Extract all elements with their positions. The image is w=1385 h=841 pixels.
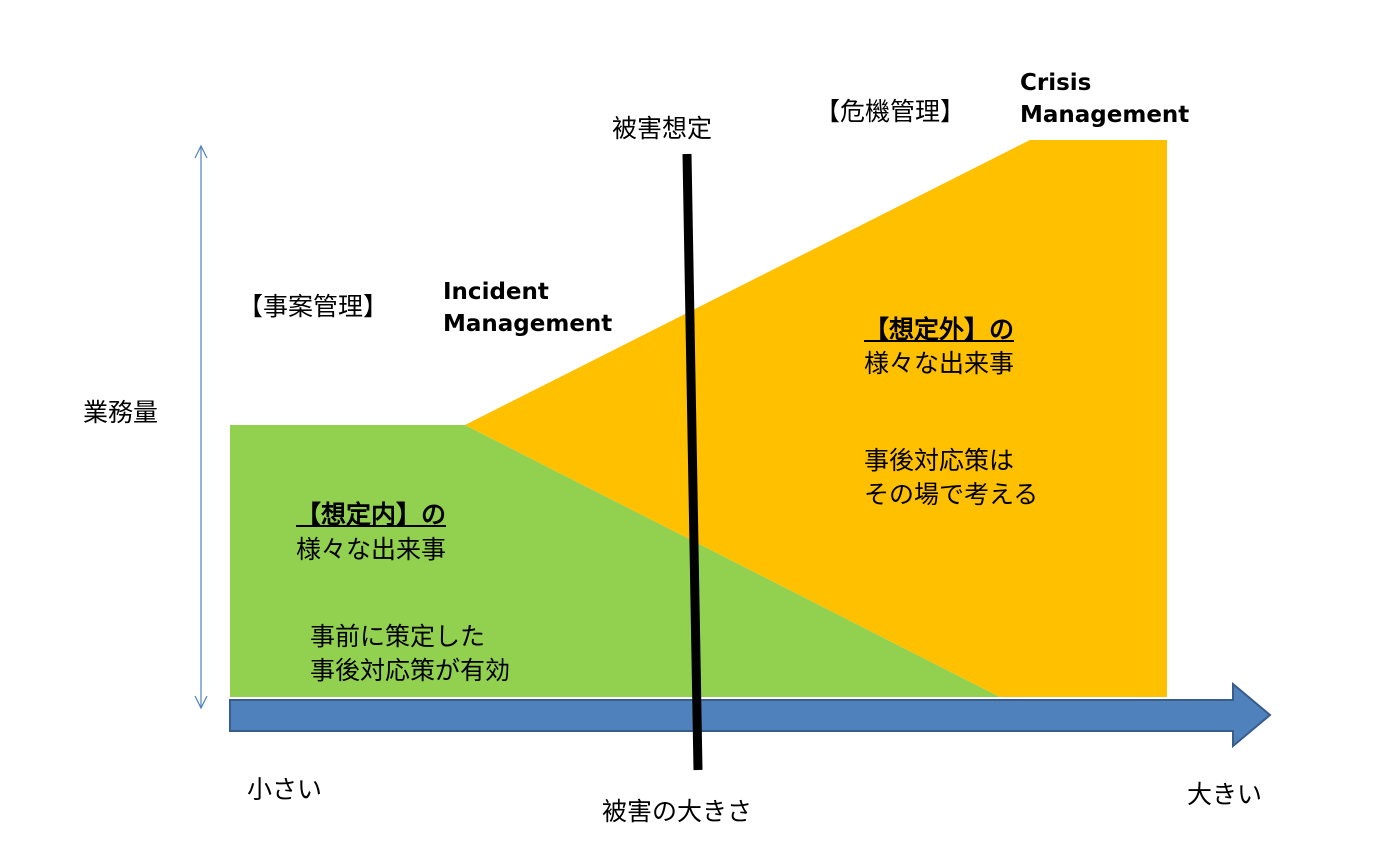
threshold-line — [682, 153, 703, 771]
unexpected-events-area — [465, 140, 1167, 697]
expected-events-line: 様々な出来事 — [296, 535, 447, 564]
incident-management-en-line2: Management — [443, 311, 613, 337]
crisis-management-en-line1: Crisis — [1020, 70, 1092, 96]
incident-management-ja: 【事案管理】 — [238, 292, 389, 321]
x-axis-min-label: 小さい — [247, 775, 323, 804]
unexpected-events-line: 様々な出来事 — [864, 349, 1015, 378]
expected-events-heading: 【想定内】の — [296, 500, 447, 529]
unexpected-note-line2: その場で考える — [864, 480, 1039, 509]
x-axis-max-label: 大きい — [1187, 780, 1263, 809]
expected-note-line1: 事前に策定した — [310, 622, 486, 651]
crisis-management-ja: 【危機管理】 — [815, 97, 966, 126]
y-axis-double-arrow — [194, 144, 208, 710]
incident-management-en-line1: Incident — [443, 279, 549, 305]
expected-note-line2: 事後対応策が有効 — [310, 656, 511, 685]
x-axis-arrow — [229, 681, 1272, 749]
crisis-management-en-line2: Management — [1020, 102, 1190, 128]
threshold-label: 被害想定 — [612, 114, 713, 143]
unexpected-events-heading: 【想定外】の — [864, 315, 1015, 344]
y-axis-label: 業務量 — [83, 398, 159, 427]
x-axis-label: 被害の大きさ — [602, 797, 753, 826]
unexpected-note-line1: 事後対応策は — [864, 446, 1015, 475]
expected-events-area — [230, 425, 1000, 697]
